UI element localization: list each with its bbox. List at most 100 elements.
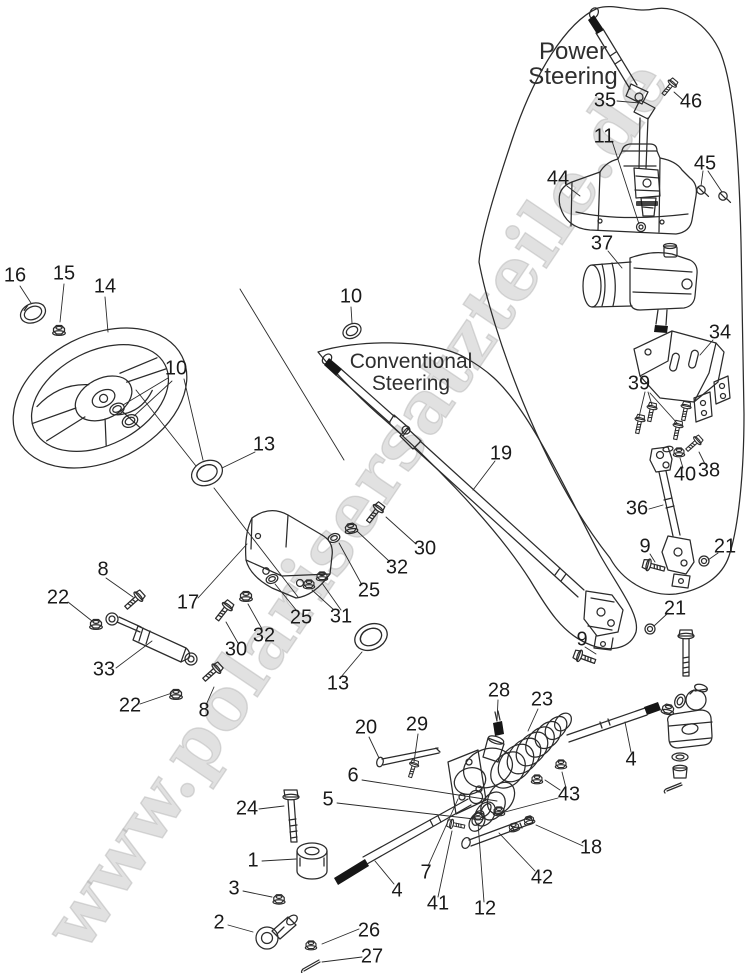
steering-damper [105, 612, 198, 666]
part-callout-26-54: 26 [357, 919, 381, 942]
power-nut-21 [698, 555, 710, 567]
part-callout-8-15: 8 [198, 699, 210, 722]
power-steering-boundary [478, 5, 745, 595]
part-callout-30-16: 30 [224, 638, 248, 661]
part-callout-32-17: 32 [252, 624, 276, 647]
tie-rod-end-right [660, 683, 713, 794]
part-callout-44-26: 44 [546, 167, 570, 190]
power-steering-unit [582, 242, 698, 333]
bracket-bolt-39d [677, 400, 693, 422]
part-callout-25-18: 25 [289, 606, 313, 629]
rack-hardware [376, 747, 441, 768]
conventional-steering-title: Conventional Steering [350, 351, 473, 395]
part-callout-4-48: 4 [625, 748, 637, 771]
part-callout-17-10: 17 [176, 591, 200, 614]
part-callout-11-25: 11 [593, 125, 615, 148]
cover-screw-a [696, 185, 710, 198]
axis-lines [135, 288, 345, 598]
watermark: www.polarisersatzteile.de [26, 43, 687, 966]
part-callout-45-27: 45 [693, 152, 717, 175]
watermark-text: www.polarisersatzteile.de [27, 44, 687, 965]
part-callout-19-6: 19 [489, 442, 513, 465]
power-steering-title-line1: Power [538, 38, 608, 65]
part-callout-38-31: 38 [697, 459, 721, 482]
part-callout-8-11: 8 [97, 558, 109, 581]
conventional-steering-title-line1: Conventional [349, 350, 473, 373]
wheel-washers [109, 402, 139, 429]
part-callout-42-52: 42 [530, 866, 554, 889]
conventional-steering-shaft [321, 353, 624, 651]
shaft-nut-21 [644, 623, 656, 635]
part-callout-7-49: 7 [420, 861, 432, 884]
bolt-38 [682, 433, 705, 455]
mount-nut-43a [554, 759, 568, 770]
part-callout-30-7: 30 [413, 537, 437, 560]
bolt-41 [445, 817, 467, 832]
part-callout-10-3: 10 [164, 357, 188, 380]
part-callout-13-5: 13 [252, 433, 276, 456]
part-callout-22-12: 22 [46, 586, 70, 609]
conventional-steering-title-line2: Steering [371, 371, 451, 395]
part-callout-18-53: 18 [579, 836, 603, 859]
part-callout-20-36: 20 [354, 716, 378, 739]
part-callout-31-19: 31 [329, 605, 353, 628]
part-callout-2-46: 2 [213, 911, 225, 934]
part-callout-9-21: 9 [576, 628, 588, 651]
part-callout-39-30: 39 [627, 372, 651, 395]
nut-3 [272, 894, 286, 905]
part-callout-25-9: 25 [357, 579, 381, 602]
part-callout-9-34: 9 [639, 535, 651, 558]
part-callout-29-37: 29 [405, 713, 429, 736]
part-callout-33-13: 33 [92, 658, 116, 681]
part-callout-23-39: 23 [530, 688, 554, 711]
conventional-steering-boundary [317, 342, 638, 650]
part-callout-5-41: 5 [322, 788, 334, 811]
cotter-pin-27 [300, 959, 321, 973]
part-callout-27-55: 27 [360, 945, 384, 968]
part-callout-24-42: 24 [235, 797, 259, 820]
part-callout-40-32: 40 [673, 463, 697, 486]
cover-screw-b [718, 191, 732, 204]
part-callout-43-43: 43 [557, 783, 581, 806]
column-bearing-upper [186, 454, 228, 492]
steering-wheel [12, 327, 188, 469]
power-steering-title-line2: Steering [528, 62, 618, 90]
retaining-ring-11 [635, 221, 647, 233]
part-callout-28-38: 28 [487, 679, 511, 702]
bracket-bolt-39b [643, 401, 659, 423]
rack-and-pinion [334, 702, 661, 885]
column-bearing-lower [349, 617, 393, 657]
part-callout-3-45: 3 [228, 877, 240, 900]
nut-40 [672, 447, 686, 458]
part-callout-4-47: 4 [391, 879, 403, 902]
power-lower-shaft [649, 445, 695, 589]
part-callout-35-23: 35 [593, 89, 617, 112]
shaft-washer [342, 322, 362, 340]
castle-nut-26 [304, 940, 318, 951]
part-callout-21-35: 21 [713, 535, 737, 558]
part-callout-37-28: 37 [590, 232, 614, 255]
part-callout-21-22: 21 [663, 597, 687, 620]
bolt-24 [282, 789, 300, 843]
part-callout-1-44: 1 [247, 849, 259, 872]
part-callout-16-0: 16 [3, 264, 27, 287]
bushing-1 [296, 842, 328, 880]
power-steering-title: Power Steering [528, 38, 618, 90]
part-callout-22-14: 22 [118, 694, 142, 717]
part-callout-15-1: 15 [52, 262, 76, 285]
part-callout-41-50: 41 [426, 892, 450, 915]
leader-lines [19, 91, 723, 963]
tie-rod-end-2 [255, 914, 298, 950]
bolt-42 [461, 816, 534, 849]
steering-wheel-cap [19, 302, 47, 324]
part-callout-12-51: 12 [473, 897, 497, 920]
part-callout-13-20: 13 [326, 672, 350, 695]
part-callout-36-33: 36 [625, 497, 649, 520]
mount-bracket [633, 330, 731, 423]
part-callout-34-29: 34 [708, 321, 732, 344]
mount-nut-43b [530, 774, 544, 785]
part-callout-32-8: 32 [385, 556, 409, 579]
part-callout-14-2: 14 [93, 275, 117, 298]
